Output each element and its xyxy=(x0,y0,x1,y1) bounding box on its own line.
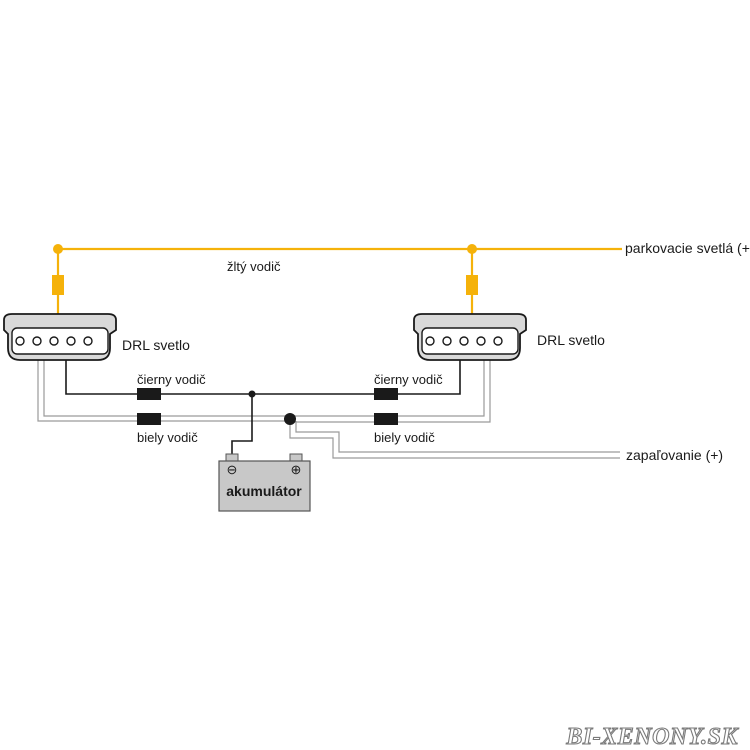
label-black-wire-right: čierny vodič xyxy=(374,372,443,387)
led-icon xyxy=(15,336,25,346)
connector-black-left xyxy=(137,388,161,400)
drl-lamp-right-face xyxy=(421,327,519,355)
label-black-wire-left: čierny vodič xyxy=(137,372,206,387)
black-wire-battery xyxy=(231,394,253,457)
drl-lamp-left xyxy=(3,313,117,361)
battery-terminal-minus xyxy=(225,453,239,462)
label-ignition: zapaľovanie (+) xyxy=(626,447,723,463)
drl-lamp-right xyxy=(413,313,527,361)
led-icon xyxy=(442,336,452,346)
led-icon xyxy=(493,336,503,346)
label-parking-lights: parkovacie svetlá (+) xyxy=(625,240,750,256)
battery-body xyxy=(218,460,311,512)
battery-terminal-plus xyxy=(289,453,303,462)
white-wire-right-b xyxy=(290,358,485,417)
led-icon xyxy=(476,336,486,346)
label-white-wire-right: biely vodič xyxy=(374,430,435,445)
black-wire-left xyxy=(65,358,461,395)
led-icon xyxy=(66,336,76,346)
connector-black-right xyxy=(374,388,398,400)
led-icon xyxy=(83,336,93,346)
label-drl-right: DRL svetlo xyxy=(537,332,605,348)
drl-lamp-left-leds xyxy=(15,336,93,346)
black-junction xyxy=(248,390,256,398)
white-wire-group xyxy=(37,358,620,459)
drl-lamp-right-leds xyxy=(425,336,503,346)
white-wire-ignition-a xyxy=(289,421,620,459)
fuse-left xyxy=(52,275,64,295)
battery-minus-icon: ⊖ xyxy=(227,462,238,477)
led-icon xyxy=(425,336,435,346)
watermark-logo: BI-XENONY.SK xyxy=(565,724,739,750)
connector-white-right xyxy=(374,413,398,425)
drl-lamp-left-face xyxy=(11,327,109,355)
yellow-wire-group xyxy=(52,244,622,315)
fuse-right xyxy=(466,275,478,295)
battery: ⊖ ⊕ akumulátor xyxy=(218,453,311,512)
connector-white-left xyxy=(137,413,161,425)
led-icon xyxy=(32,336,42,346)
label-yellow-wire: žltý vodič xyxy=(227,259,281,274)
white-wire-left-b xyxy=(43,360,290,417)
led-icon xyxy=(49,336,59,346)
black-wire-group xyxy=(65,358,461,457)
white-wire-left-a xyxy=(37,360,290,422)
led-icon xyxy=(459,336,469,346)
white-wire-right-a xyxy=(290,358,491,423)
battery-label: akumulátor xyxy=(226,483,302,499)
label-white-wire-left: biely vodič xyxy=(137,430,198,445)
label-drl-left: DRL svetlo xyxy=(122,337,190,353)
battery-plus-icon: ⊕ xyxy=(291,462,302,477)
white-junction xyxy=(284,413,296,425)
white-wire-ignition-b xyxy=(295,421,620,453)
